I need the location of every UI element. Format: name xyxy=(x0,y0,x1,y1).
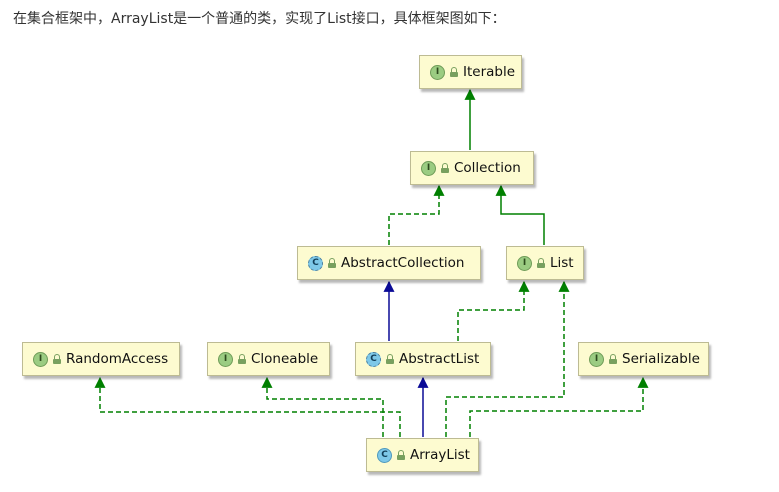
edge-arraylist-list xyxy=(445,280,570,437)
interface-icon: I xyxy=(421,160,436,176)
node-label: AbstractCollection xyxy=(341,255,465,271)
edge-abstractcollection-collection xyxy=(388,184,445,245)
node-abstract-collection[interactable]: C AbstractCollection xyxy=(297,246,481,280)
class-icon: C xyxy=(377,447,392,463)
node-random-access[interactable]: I RandomAccess xyxy=(22,342,180,376)
node-label: RandomAccess xyxy=(66,351,169,367)
node-array-list[interactable]: C ArrayList xyxy=(366,438,479,472)
interface-icon: I xyxy=(430,64,445,80)
lock-icon xyxy=(238,354,246,364)
node-label: AbstractList xyxy=(399,351,480,367)
interface-icon: I xyxy=(517,255,532,271)
node-label: Serializable xyxy=(622,351,700,367)
node-label: ArrayList xyxy=(410,447,470,463)
lock-icon xyxy=(53,354,61,364)
interface-icon: I xyxy=(33,351,48,367)
node-label: List xyxy=(550,255,574,271)
edge-abstractlist-list xyxy=(457,280,530,341)
lock-icon xyxy=(328,258,336,268)
lock-icon xyxy=(609,354,617,364)
node-serializable[interactable]: I Serializable xyxy=(578,342,709,376)
interface-icon: I xyxy=(589,351,604,367)
abstract-class-icon: C xyxy=(366,351,381,367)
abstract-class-icon: C xyxy=(308,255,323,271)
node-label: Cloneable xyxy=(251,351,319,367)
node-iterable[interactable]: I Iterable xyxy=(419,55,522,89)
lock-icon xyxy=(537,258,545,268)
node-label: Iterable xyxy=(463,64,516,80)
node-abstract-list[interactable]: C AbstractList xyxy=(355,342,491,376)
lock-icon xyxy=(386,354,394,364)
lock-icon xyxy=(450,67,458,77)
interface-icon: I xyxy=(218,351,233,367)
edge-list-collection xyxy=(495,184,545,245)
lock-icon xyxy=(441,163,449,173)
lock-icon xyxy=(397,450,405,460)
node-list[interactable]: I List xyxy=(506,246,584,280)
caption-text: 在集合框架中，ArrayList是一个普通的类，实现了List接口，具体框架图如… xyxy=(13,11,506,27)
node-collection[interactable]: I Collection xyxy=(410,151,534,185)
edge-arraylist-randomaccess xyxy=(94,376,401,437)
edge-arraylist-serializable xyxy=(469,376,649,437)
node-label: Collection xyxy=(454,160,521,176)
node-cloneable[interactable]: I Cloneable xyxy=(207,342,330,376)
edge-arraylist-cloneable xyxy=(261,376,384,437)
